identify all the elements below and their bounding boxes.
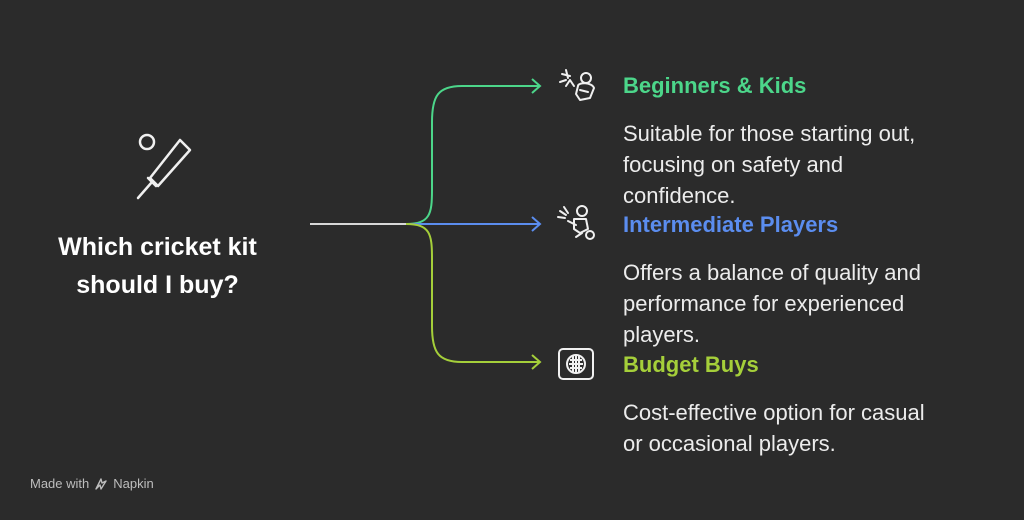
arrow-beginners bbox=[531, 78, 542, 94]
branch-budget bbox=[405, 223, 540, 363]
arrow-intermediate bbox=[531, 216, 542, 232]
option-desc-beginners: Suitable for those starting out, focusin… bbox=[623, 118, 1013, 211]
option-title-text: Budget Buys bbox=[623, 352, 759, 377]
desc-line: players. bbox=[623, 322, 701, 347]
desc-line: or occasional players. bbox=[623, 431, 836, 456]
desc-line: performance for experienced bbox=[623, 291, 905, 316]
player-kneeling-icon bbox=[557, 205, 595, 240]
made-with-napkin[interactable]: Made with Napkin bbox=[30, 476, 154, 491]
kid-batting-icon bbox=[559, 69, 595, 101]
central-question: Which cricket kit should I buy? bbox=[20, 228, 295, 304]
branch-beginners bbox=[405, 85, 540, 225]
option-title-text: Intermediate Players bbox=[623, 212, 839, 237]
desc-line: confidence. bbox=[623, 183, 736, 208]
cricket-bat-icon bbox=[136, 133, 192, 200]
wallet-icon bbox=[558, 348, 594, 380]
question-line-2: should I buy? bbox=[76, 271, 239, 299]
arrow-budget bbox=[531, 354, 542, 370]
option-desc-budget: Cost-effective option for casual or occa… bbox=[623, 397, 1013, 459]
option-title-intermediate: Intermediate Players bbox=[623, 212, 838, 238]
desc-line: focusing on safety and bbox=[623, 152, 844, 177]
option-title-budget: Budget Buys bbox=[623, 352, 759, 378]
option-title-text: Beginners & Kids bbox=[623, 73, 807, 98]
question-line-1: Which cricket kit bbox=[58, 233, 257, 261]
desc-line: Offers a balance of quality and bbox=[623, 260, 922, 285]
napkin-logo-icon bbox=[95, 477, 107, 490]
option-desc-intermediate: Offers a balance of quality and performa… bbox=[623, 257, 1013, 350]
footer-brand: Napkin bbox=[113, 476, 154, 491]
desc-line: Cost-effective option for casual bbox=[623, 400, 925, 425]
option-title-beginners: Beginners & Kids bbox=[623, 73, 806, 99]
footer-made-with: Made with bbox=[30, 476, 90, 491]
desc-line: Suitable for those starting out, bbox=[623, 121, 916, 146]
